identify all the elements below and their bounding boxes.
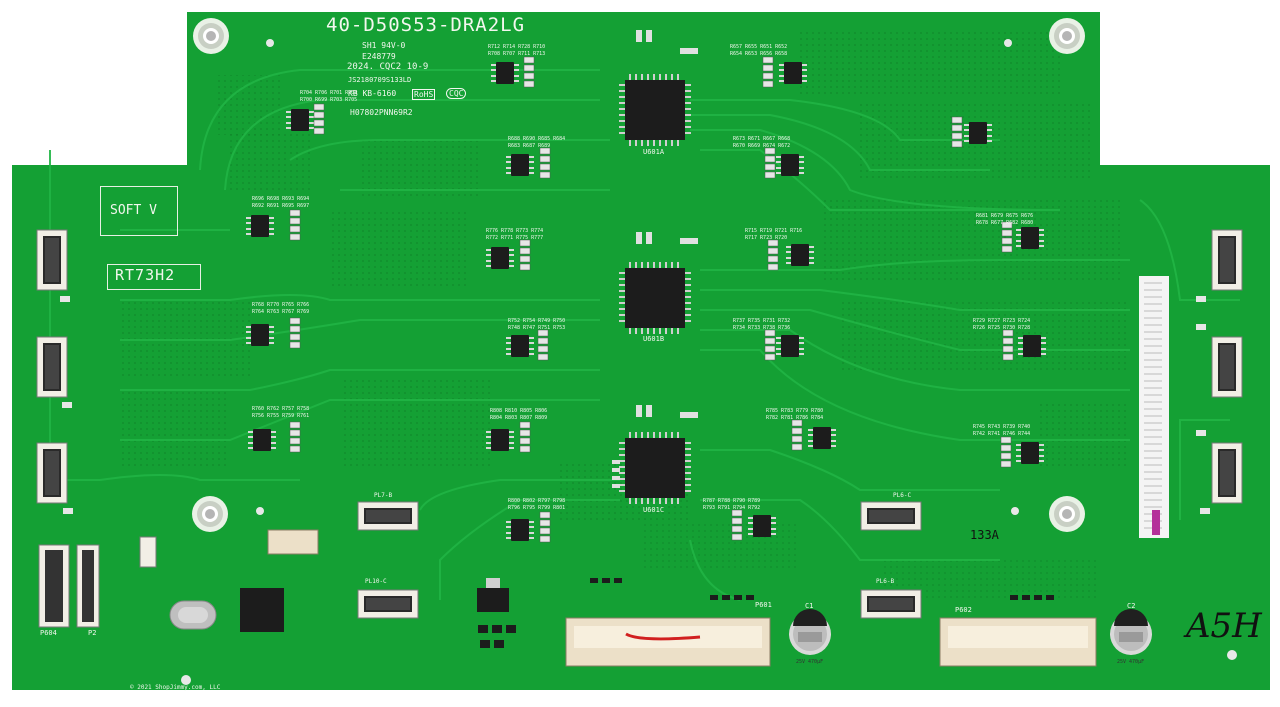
soft-version-label: SOFT V bbox=[110, 203, 157, 218]
resistor-group-label: R673 R671 R667 R668 R670 R669 R674 R672 bbox=[733, 136, 791, 149]
resistor-group-label: R657 R655 R651 R652 R654 R653 R656 R658 bbox=[730, 44, 788, 57]
rt-label-box bbox=[107, 264, 201, 290]
sticker-barcode-lines bbox=[1144, 282, 1162, 532]
ul-mark: SH1 94V-0 bbox=[362, 41, 406, 50]
resistor-group-label: R729 R727 R723 R724 R726 R725 R730 R728 bbox=[973, 318, 1031, 331]
resistor-group-label: R808 R810 R805 R806 R804 R803 R807 R809 bbox=[490, 408, 548, 421]
resistor-group-label: R787 R788 R790 R789 R793 R791 R794 R792 bbox=[703, 498, 761, 511]
capacitor-value-c1: 25V 470µF bbox=[796, 659, 824, 665]
ic-label-b: U601B bbox=[643, 335, 665, 343]
resistor-group-label: R704 R706 R701 R703 R700 R699 R703 R705 bbox=[300, 90, 358, 103]
resistor-group-label: R800 R802 R797 R798 R796 R795 R799 R801 bbox=[508, 498, 566, 511]
rohs-mark: RoHS bbox=[412, 89, 436, 100]
copyright-text: © 2021 ShopJimmy.com, LLC bbox=[130, 684, 221, 691]
resistor-group-label: R745 R743 R739 R740 R742 R741 R746 R744 bbox=[973, 424, 1031, 437]
ul-file-number: E248779 bbox=[362, 52, 396, 61]
connector-label-p602: P602 bbox=[955, 606, 972, 614]
connector-label-p2: P2 bbox=[88, 629, 97, 637]
resistor-group-label: R760 R762 R757 R758 R756 R755 R759 R761 bbox=[252, 406, 310, 419]
resistor-group-label: R776 R778 R773 R774 R772 R771 R775 R777 bbox=[486, 228, 544, 241]
connector-label-p601: P601 bbox=[755, 601, 772, 609]
cqc-mark: CQC bbox=[446, 88, 467, 99]
flex-label-pl7b: PL7-B bbox=[374, 492, 393, 499]
board-model-code: 40-D50S53-DRA2LG bbox=[326, 14, 526, 36]
resistor-group-label: R696 R698 R693 R694 R692 R691 R695 R697 bbox=[252, 196, 310, 209]
date-code: 2024. CQC2 10-9 bbox=[347, 62, 429, 72]
flex-label-pl10c: PL10-C bbox=[365, 578, 387, 585]
rt-label: RT73H2 bbox=[115, 266, 176, 284]
flex-label-pl6b: PL6-B bbox=[876, 578, 895, 585]
marker-133a: 133A bbox=[970, 528, 999, 542]
handwritten-marking: A5H bbox=[1186, 606, 1262, 646]
resistor-group-label: R688 R690 R685 R684 R683 R687 R689 bbox=[508, 136, 566, 149]
part-code: H07802PNN69R2 bbox=[350, 108, 413, 117]
resistor-group-label: R752 R754 R749 R750 R748 R747 R751 R753 bbox=[508, 318, 566, 331]
connector-label-p604: P604 bbox=[40, 629, 57, 637]
sticker-color-mark bbox=[1152, 510, 1160, 535]
resistor-group-label: R681 R679 R675 R676 R678 R677 R682 R680 bbox=[976, 213, 1034, 226]
capacitor-value-c2: 25V 470µF bbox=[1117, 659, 1145, 665]
kb-code: KB KB-6160 bbox=[348, 89, 397, 98]
soft-version-box bbox=[100, 186, 178, 236]
resistor-group-label: R785 R783 R779 R780 R782 R781 R786 R784 bbox=[766, 408, 824, 421]
resistor-group-label: R737 R735 R731 R732 R734 R733 R738 R736 bbox=[733, 318, 791, 331]
resistor-group-label: R715 R719 R721 R716 R717 R723 R720 bbox=[745, 228, 803, 241]
flex-label-pl6c: PL6-C bbox=[893, 492, 912, 499]
ic-label-c: U601C bbox=[643, 506, 665, 514]
batch-code: JS2180709S133LD bbox=[348, 76, 412, 84]
resistor-group-label: R768 R770 R765 R766 R764 R763 R767 R769 bbox=[252, 302, 310, 315]
capacitor-label-c1: C1 bbox=[805, 602, 814, 610]
resistor-group-label: R712 R714 R728 R710 R708 R707 R711 R713 bbox=[488, 44, 546, 57]
capacitor-label-c2: C2 bbox=[1127, 602, 1136, 610]
ic-label-a: U601A bbox=[643, 148, 665, 156]
